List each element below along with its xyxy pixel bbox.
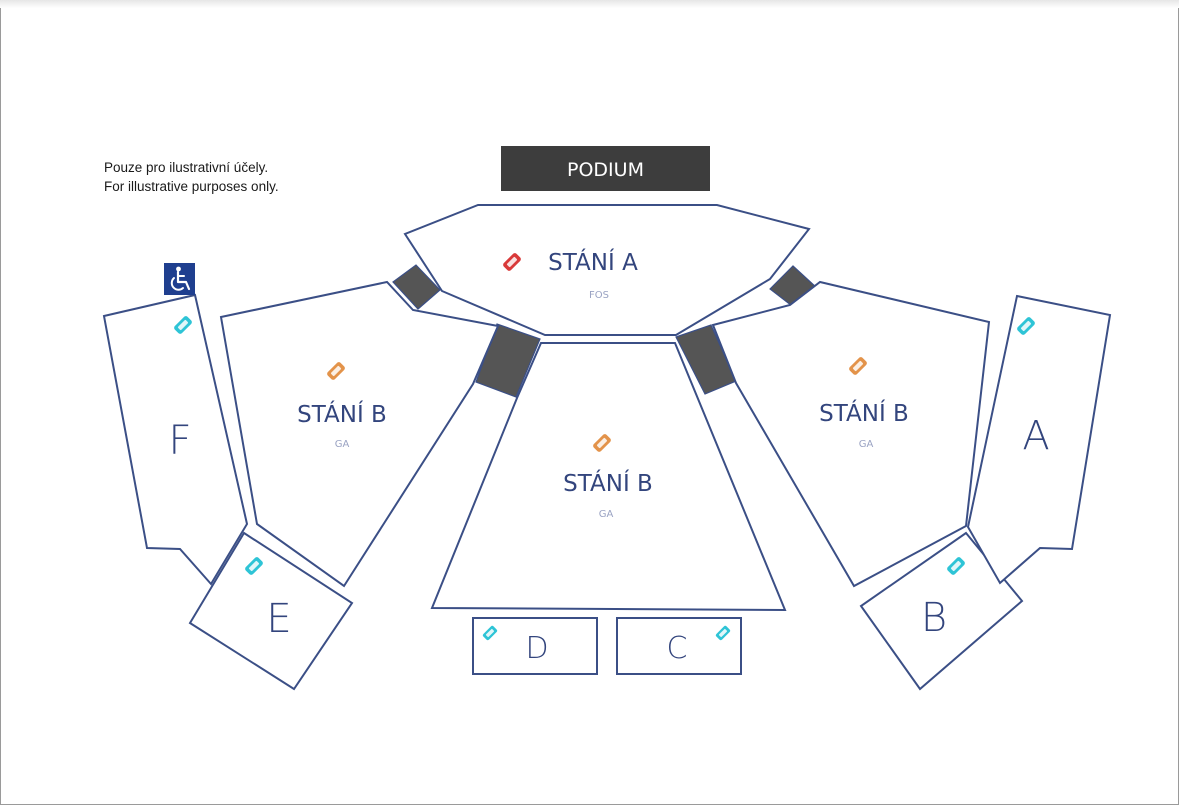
disclaimer-cz: Pouze pro ilustrativní účely. — [104, 160, 269, 175]
section-label: STÁNÍ B — [563, 469, 653, 497]
top-shadow — [0, 0, 1179, 8]
sector-d[interactable]: D — [472, 617, 598, 675]
section-stani-a[interactable]: STÁNÍ A FOS — [403, 204, 811, 336]
tower-left-top — [392, 264, 441, 310]
stage: PODIUM — [501, 146, 710, 191]
section-stani-b-center[interactable]: STÁNÍ B GA — [430, 342, 787, 612]
sector-label: F — [168, 418, 191, 464]
section-label: STÁNÍ B — [297, 400, 387, 428]
sector-label: C — [667, 631, 688, 666]
sector-label: E — [266, 596, 291, 642]
section-label: STÁNÍ A — [548, 248, 638, 276]
sector-label: B — [921, 595, 947, 641]
wheelchair-icon — [164, 263, 195, 295]
disclaimer-en: For illustrative purposes only. — [104, 179, 279, 194]
section-type: GA — [599, 509, 614, 520]
stage-label: PODIUM — [567, 159, 644, 181]
stage-block — [501, 146, 710, 191]
sector-label: A — [1022, 413, 1049, 459]
section-stani-b-left[interactable]: STÁNÍ B GA — [219, 280, 500, 588]
section-stani-b-right[interactable]: STÁNÍ B GA — [711, 280, 991, 588]
sector-label: D — [525, 631, 548, 666]
sector-e[interactable]: E — [188, 531, 354, 691]
sector-c[interactable]: C — [616, 617, 742, 675]
section-label: STÁNÍ B — [819, 399, 909, 427]
disclaimer: Pouze pro ilustrativní účely. For illust… — [104, 158, 279, 196]
section-type: FOS — [589, 290, 609, 301]
section-type: GA — [859, 439, 874, 450]
section-type: GA — [335, 439, 350, 450]
sector-a[interactable]: A — [966, 294, 1112, 585]
